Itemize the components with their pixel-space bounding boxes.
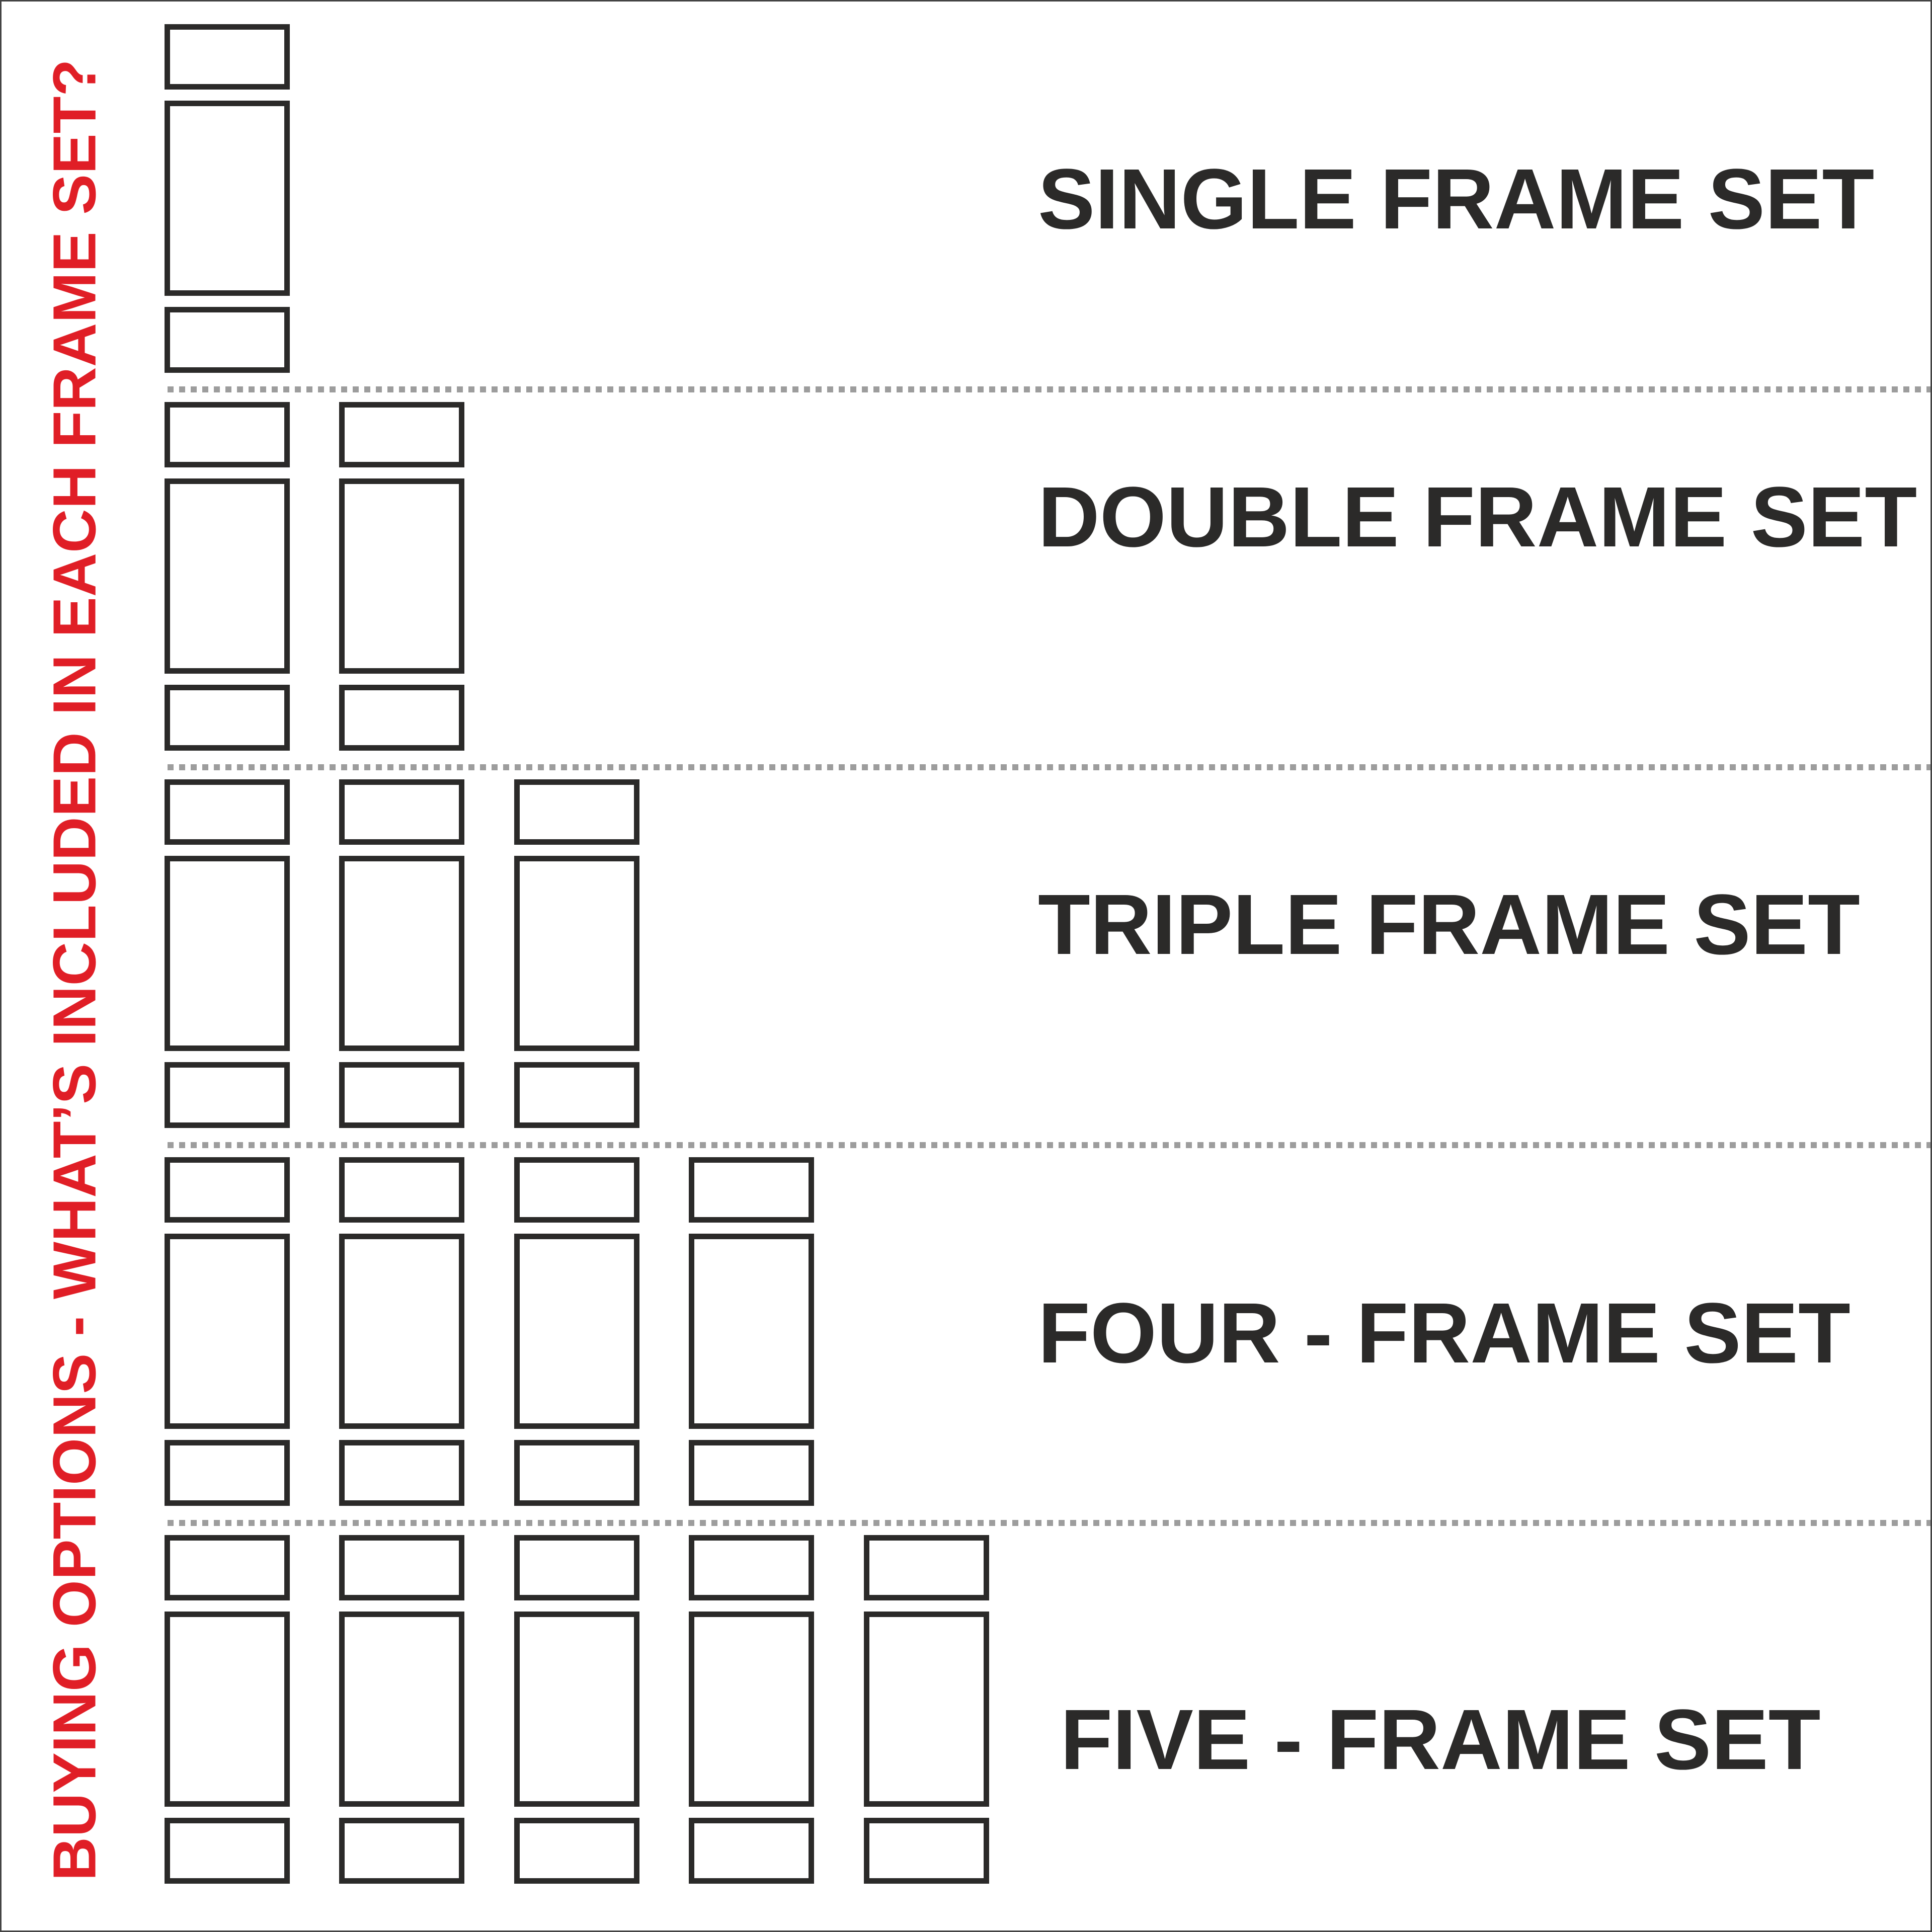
frame-small-bottom xyxy=(689,1440,814,1506)
dotted-divider xyxy=(168,1520,1930,1526)
frame-small-top xyxy=(514,1157,639,1223)
frame-small-top xyxy=(514,1535,639,1600)
frame-tall xyxy=(165,856,290,1051)
frame-tall xyxy=(339,1234,464,1429)
frame-small-bottom xyxy=(165,1818,290,1884)
frame-small-top xyxy=(339,1157,464,1223)
frame-small-bottom xyxy=(339,1440,464,1506)
frame-small-top xyxy=(165,1157,290,1223)
frame-small-top xyxy=(864,1535,989,1600)
section-label: DOUBLE FRAME SET xyxy=(1038,469,1917,565)
frame-small-top xyxy=(339,779,464,845)
section-single-frame-set: SINGLE FRAME SET xyxy=(2,24,1932,402)
frame-tall xyxy=(514,1612,639,1807)
frame-small-bottom xyxy=(514,1062,639,1128)
frame-small-bottom xyxy=(165,1440,290,1506)
frame-small-top xyxy=(165,402,290,467)
frame-tall xyxy=(165,1234,290,1429)
dotted-divider xyxy=(168,386,1930,392)
frame-tall xyxy=(165,1612,290,1807)
section-label: TRIPLE FRAME SET xyxy=(1038,877,1860,973)
frame-small-bottom xyxy=(339,685,464,751)
section-label: FOUR - FRAME SET xyxy=(1038,1285,1850,1381)
frame-tall xyxy=(514,856,639,1051)
frame-small-bottom xyxy=(514,1818,639,1884)
frame-tall xyxy=(689,1612,814,1807)
dotted-divider xyxy=(168,764,1930,770)
frame-tall xyxy=(864,1612,989,1807)
frame-small-bottom xyxy=(339,1818,464,1884)
frame-small-bottom xyxy=(165,307,290,373)
frame-small-top xyxy=(339,402,464,467)
section-five-frame-set: FIVE - FRAME SET xyxy=(2,1535,1932,1913)
frame-small-bottom xyxy=(165,685,290,751)
frame-tall xyxy=(339,1612,464,1807)
frame-small-top xyxy=(339,1535,464,1600)
section-four-frame-set: FOUR - FRAME SET xyxy=(2,1157,1932,1535)
frame-small-top xyxy=(514,779,639,845)
section-double-frame-set: DOUBLE FRAME SET xyxy=(2,402,1932,780)
frame-small-top xyxy=(689,1157,814,1223)
frame-tall xyxy=(165,101,290,296)
section-label: SINGLE FRAME SET xyxy=(1038,151,1875,247)
frame-tall xyxy=(689,1234,814,1429)
section-triple-frame-set: TRIPLE FRAME SET xyxy=(2,779,1932,1157)
frame-small-top xyxy=(165,24,290,90)
frame-small-bottom xyxy=(165,1062,290,1128)
section-label: FIVE - FRAME SET xyxy=(1060,1692,1821,1788)
frame-small-top xyxy=(165,779,290,845)
dotted-divider xyxy=(168,1142,1930,1148)
frame-small-bottom xyxy=(864,1818,989,1884)
frame-tall xyxy=(514,1234,639,1429)
frame-tall xyxy=(339,478,464,674)
frame-tall xyxy=(339,856,464,1051)
frame-small-top xyxy=(689,1535,814,1600)
frame-small-bottom xyxy=(689,1818,814,1884)
frame-small-bottom xyxy=(514,1440,639,1506)
frame-small-top xyxy=(165,1535,290,1600)
frame-tall xyxy=(165,478,290,674)
frame-small-bottom xyxy=(339,1062,464,1128)
